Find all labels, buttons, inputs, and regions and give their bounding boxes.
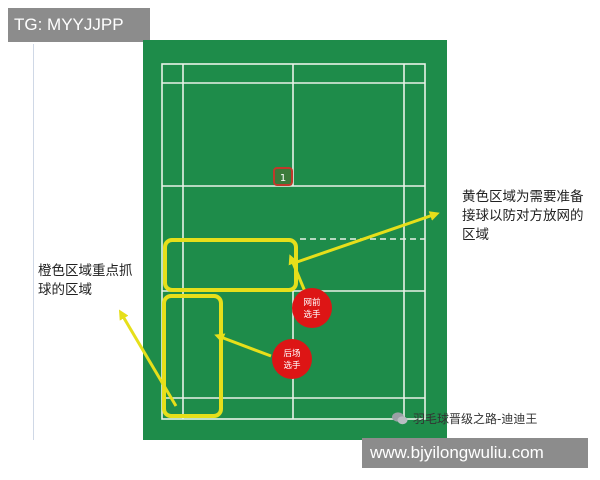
back-player-label-2: 选手 — [283, 360, 301, 371]
watermark-top: TG: MYYJJPP — [8, 8, 150, 42]
arrow-left-note — [118, 309, 178, 407]
brand-text: 羽毛球晋级之路-迪迪王 — [413, 412, 538, 426]
court-number: 1 — [280, 173, 286, 184]
wechat-icon — [392, 412, 408, 425]
front-player-label-2: 选手 — [303, 309, 321, 320]
front-player-marker — [292, 288, 332, 328]
back-player: 后场 选手 — [272, 339, 312, 379]
front-player: 网前 选手 — [292, 288, 332, 328]
arrow-front-player — [288, 254, 308, 295]
front-player-label-1: 网前 — [303, 297, 321, 308]
court-number-badge — [273, 167, 293, 186]
back-player-label-1: 后场 — [283, 348, 300, 359]
yellow-zone-note: 黄色区域为需要准备接球以防对方放网的区域 — [462, 189, 584, 243]
arrow-back-player — [214, 333, 272, 358]
orange-zone-note: 橙色区域重点抓球的区域 — [38, 263, 133, 298]
brand-caption: 羽毛球晋级之路-迪迪王 — [392, 410, 537, 427]
watermark-bottom: www.bjyilongwuliu.com — [362, 438, 588, 468]
arrow-right-note — [296, 211, 440, 264]
back-player-marker — [272, 339, 312, 379]
left-divider — [33, 44, 34, 440]
yellow-back-zone — [162, 294, 223, 418]
